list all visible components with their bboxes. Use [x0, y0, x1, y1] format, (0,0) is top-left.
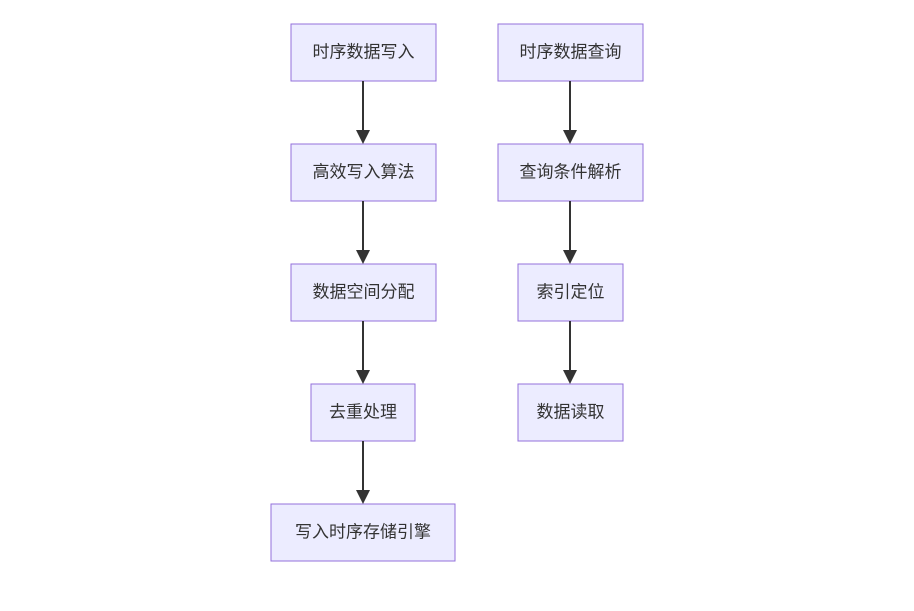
- node-label: 时序数据查询: [520, 43, 622, 63]
- node-parse-query-conditions: 查询条件解析: [497, 143, 644, 202]
- node-query-ts-data: 时序数据查询: [497, 23, 644, 82]
- node-label: 时序数据写入: [313, 43, 415, 63]
- node-label: 写入时序存储引擎: [295, 523, 431, 543]
- edge-right-3: [563, 321, 577, 384]
- node-label: 数据空间分配: [313, 283, 415, 303]
- edge-right-2: [563, 201, 577, 264]
- node-label: 数据读取: [537, 403, 605, 423]
- node-label: 查询条件解析: [520, 163, 622, 183]
- edge-right-1: [563, 81, 577, 144]
- node-label: 高效写入算法: [313, 163, 415, 183]
- node-label: 去重处理: [329, 403, 397, 423]
- node-space-allocation: 数据空间分配: [290, 263, 437, 322]
- node-efficient-write-algorithm: 高效写入算法: [290, 143, 437, 202]
- edge-left-2: [356, 201, 370, 264]
- node-dedup: 去重处理: [310, 383, 416, 442]
- node-index-locate: 索引定位: [517, 263, 624, 322]
- node-write-ts-data: 时序数据写入: [290, 23, 437, 82]
- edge-left-4: [356, 441, 370, 504]
- node-data-read: 数据读取: [517, 383, 624, 442]
- edge-left-3: [356, 321, 370, 384]
- node-write-storage-engine: 写入时序存储引擎: [270, 503, 456, 562]
- node-label: 索引定位: [537, 283, 605, 303]
- edge-left-1: [356, 81, 370, 144]
